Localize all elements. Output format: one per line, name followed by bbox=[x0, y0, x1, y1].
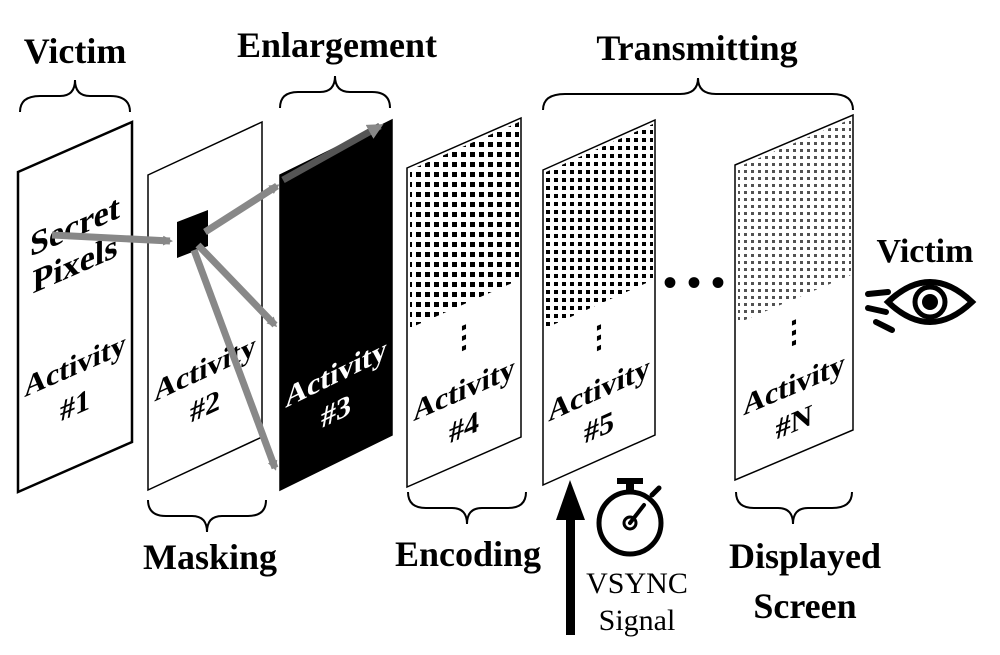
signal-label: Signal bbox=[599, 604, 676, 637]
arrow-mask-to-bottom bbox=[190, 248, 279, 471]
up-arrow-icon bbox=[556, 480, 585, 635]
encoding-label: Encoding bbox=[395, 534, 541, 574]
panel-activity-3: Activity #3 bbox=[279, 118, 393, 492]
enlargement-label: Enlargement bbox=[237, 25, 437, 65]
panel-activity-1: Secret Pixels Activity #1 bbox=[16, 120, 134, 494]
encoded-pattern-4 bbox=[410, 122, 519, 328]
panel-activity-4: ⋮ Activity #4 bbox=[406, 116, 522, 489]
arrow-secret-to-mask bbox=[51, 231, 173, 246]
arrow-mask-to-middle bbox=[195, 242, 278, 328]
vsync-label: VSYNC bbox=[586, 567, 688, 600]
masking-label: Masking bbox=[143, 537, 277, 577]
enlargement-brace bbox=[279, 75, 391, 109]
transmitting-brace bbox=[542, 77, 854, 111]
panel-activity-5: ⋮ Activity #5 bbox=[542, 118, 656, 487]
panel-activity-n: ⋮ Activity #N bbox=[734, 113, 854, 482]
victim-top-label: Victim bbox=[24, 31, 127, 71]
stopwatch-icon bbox=[596, 478, 664, 557]
displayed-label: Displayed bbox=[729, 536, 881, 576]
arrow-mask-to-top bbox=[203, 183, 280, 235]
victim-right-label: Victim bbox=[877, 233, 974, 270]
encoded-pattern-n bbox=[738, 119, 851, 323]
masking-brace bbox=[147, 499, 267, 533]
eye-icon bbox=[865, 279, 977, 333]
encoded-pattern-5 bbox=[546, 124, 653, 328]
transmitting-label: Transmitting bbox=[596, 28, 797, 68]
victim-top-brace bbox=[19, 79, 131, 113]
ellipsis-between-panels: • • • bbox=[663, 260, 725, 305]
arrow-mask-to-far-top bbox=[281, 122, 384, 184]
displayed-brace bbox=[735, 491, 853, 525]
screen-label: Screen bbox=[753, 586, 856, 626]
encoding-brace bbox=[407, 491, 527, 525]
panel-activity-2: Activity #2 bbox=[147, 120, 263, 492]
